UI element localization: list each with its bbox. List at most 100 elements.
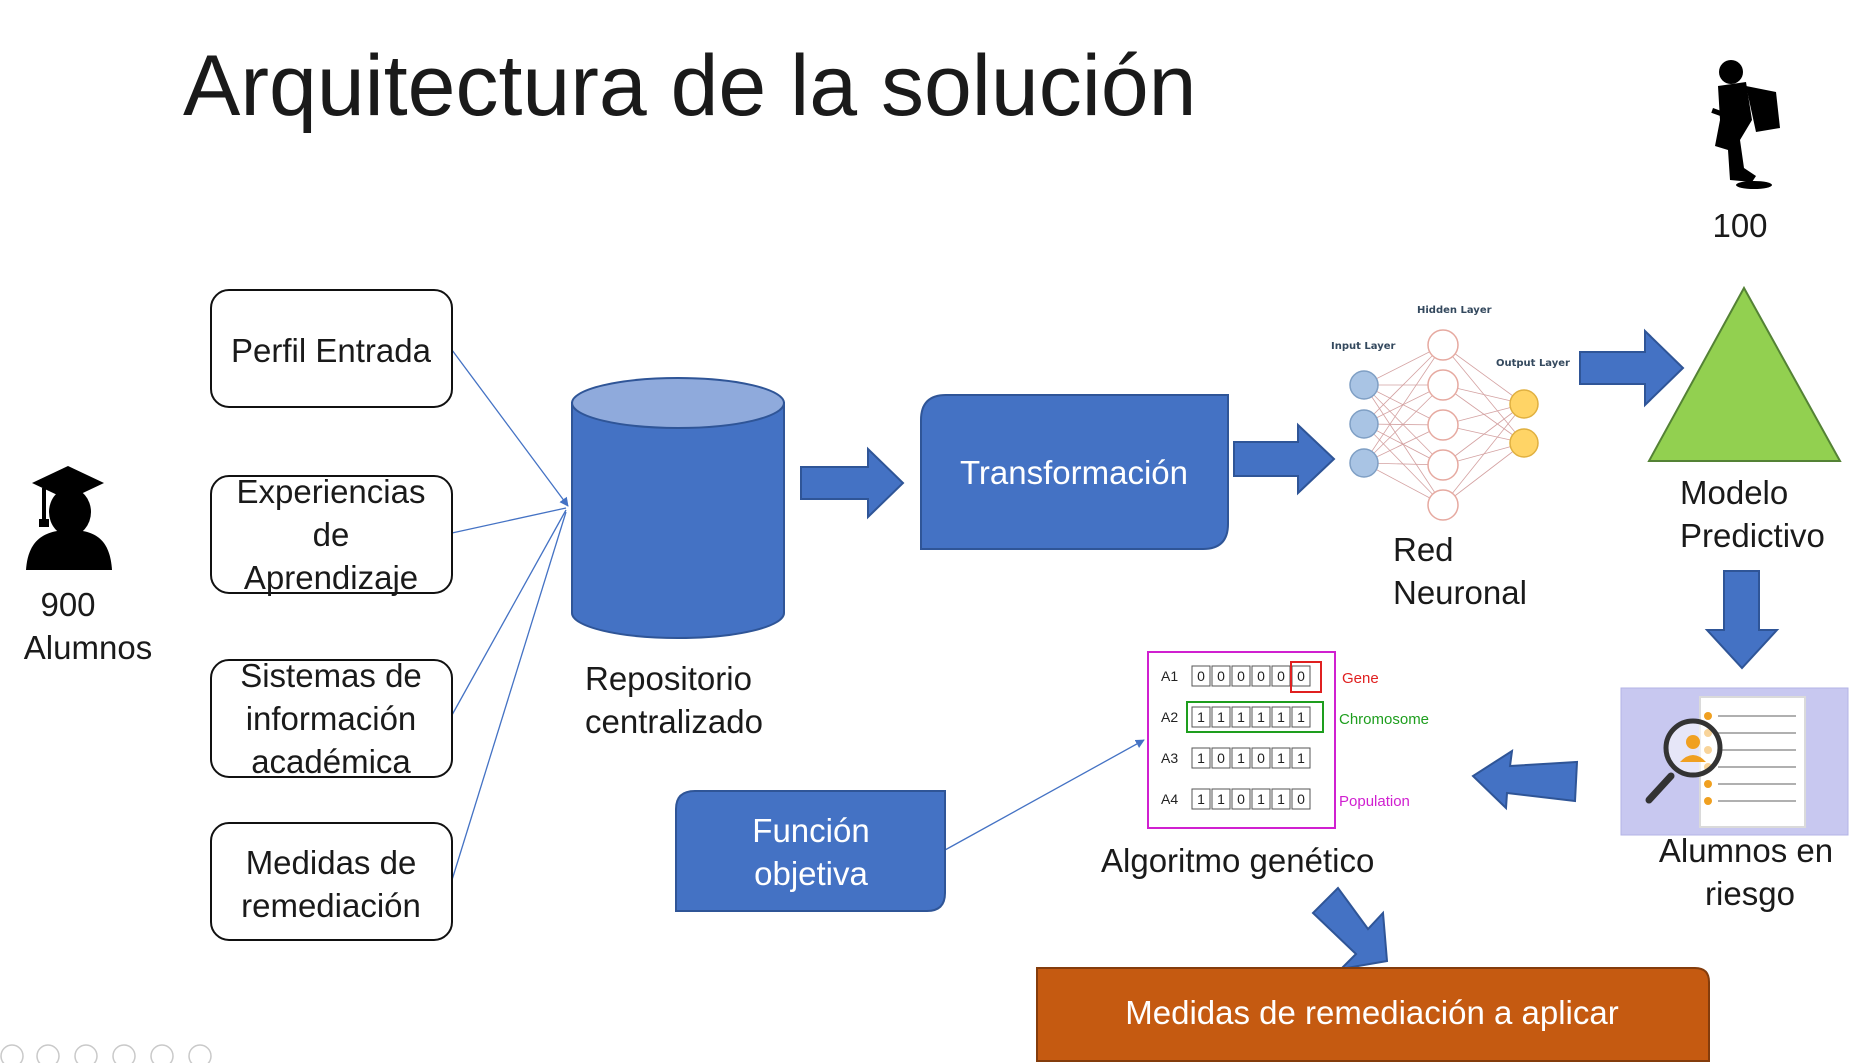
ga-bit-cell [1191,706,1211,728]
output-layer-label: Output Layer [1496,358,1570,369]
ga-bit-cell [1271,747,1291,769]
at-risk-label: riesgo [1705,875,1795,912]
ga-bit-cell [1251,706,1271,728]
source-label: Aprendizaje [244,559,418,596]
ga-bit-cell [1291,747,1311,769]
slide-title: Arquitectura de la solución [183,38,1196,134]
ga-bit-value: 0 [1297,668,1305,684]
ga-bit-value: 1 [1237,709,1245,725]
document-search-icon[interactable] [1620,687,1849,836]
ga-bit-cell [1251,747,1271,769]
source-box-medidas[interactable] [210,822,453,941]
ga-row-name: A2 [1161,709,1178,725]
pen-icon[interactable] [74,1044,98,1063]
ga-row-name: A1 [1161,668,1178,684]
ga-bit-value: 0 [1217,750,1225,766]
hidden-layer-label: Hidden Layer [1417,305,1492,316]
slideshow-controls [0,1044,212,1063]
predictive-model-label: Modelo [1680,474,1788,511]
ga-bit-value: 0 [1277,668,1285,684]
ga-bit-cell [1191,788,1211,810]
arrow-transform-to-nn [1233,422,1336,496]
ga-bit-value: 0 [1237,791,1245,807]
source-box-perfil-entrada[interactable] [210,289,453,408]
source-label: información [246,700,417,737]
at-risk-count: 100 [1712,207,1767,244]
ga-bit-cell [1211,747,1231,769]
ga-bit-cell [1211,665,1231,687]
ga-bit-value: 0 [1217,668,1225,684]
ga-bit-value: 1 [1297,709,1305,725]
predictive-model-label: Predictivo [1680,517,1825,554]
objective-label: Función [752,812,869,849]
ga-bit-value: 1 [1277,709,1285,725]
arrow-repo-to-transform [800,446,905,520]
source-label: Sistemas de [240,657,422,694]
result-box[interactable] [1036,967,1710,1062]
ga-bit-value: 1 [1197,791,1205,807]
chromosome-label: Chromosome [1339,711,1429,728]
genetic-algorithm-label: Algoritmo genético [1101,842,1374,879]
arrow-ga-to-result [1311,886,1389,971]
source-boxes: Perfil Entrada Experiencias de Aprendiza… [210,289,453,941]
ga-bit-value: 1 [1237,750,1245,766]
result-label: Medidas de remediación a aplicar [1125,994,1618,1031]
transformation-box[interactable] [920,394,1229,550]
source-label: Perfil Entrada [231,332,432,369]
ga-bit-cell [1231,706,1251,728]
ga-bit-cell [1251,788,1271,810]
ga-bit-cell [1291,706,1311,728]
ga-bit-value: 0 [1257,668,1265,684]
source-box-sistemas[interactable] [210,659,453,778]
neural-network-icon: Input Layer Hidden Layer Output Layer [1331,305,1570,521]
ga-bit-value: 1 [1297,750,1305,766]
arrow-atrisk-to-ga [1471,748,1579,811]
students-count: 900 [40,586,95,623]
ga-bit-value: 0 [1197,668,1205,684]
ga-bit-value: 1 [1217,709,1225,725]
predictive-model-triangle[interactable] [1647,285,1842,462]
prev-slide-icon[interactable] [0,1044,24,1063]
ga-bit-value: 1 [1197,709,1205,725]
at-risk-label: Alumnos en [1659,832,1833,869]
source-label: de [313,516,350,553]
ga-bit-cell [1231,747,1251,769]
ga-bit-value: 0 [1257,750,1265,766]
ga-bit-cell [1211,706,1231,728]
repository-label: centralizado [585,703,763,740]
arrow-nn-to-model [1579,328,1685,408]
graduate-icon [26,466,112,570]
objective-function-box[interactable] [675,790,946,912]
ga-bit-cell [1211,788,1231,810]
more-icon[interactable] [188,1044,212,1063]
ga-bit-cell [1191,747,1211,769]
repository-cylinder[interactable] [571,377,785,639]
source-label: Medidas de [246,844,417,881]
ga-bit-cell [1251,665,1271,687]
students-label: Alumnos [24,629,152,666]
objective-connector [944,739,1145,851]
ga-bit-cell [1291,788,1311,810]
source-label: académica [251,743,411,780]
source-label: Experiencias [237,473,426,510]
neural-network-label: Neuronal [1393,574,1527,611]
ga-bit-cell [1191,665,1211,687]
ga-bit-value: 0 [1237,668,1245,684]
next-slide-icon[interactable] [36,1044,60,1063]
transformation-label: Transformación [960,454,1188,491]
ga-bit-value: 1 [1217,791,1225,807]
student-sitting-icon [1711,60,1780,189]
grid-icon[interactable] [112,1044,136,1063]
objective-label: objetiva [754,855,868,892]
zoom-icon[interactable] [150,1044,174,1063]
repository-label: Repositorio [585,660,752,697]
source-box-experiencias[interactable] [210,475,453,594]
ga-row-name: A3 [1161,750,1178,766]
ga-row-name: A4 [1161,791,1178,807]
source-connectors [451,349,569,881]
ga-bit-value: 1 [1277,750,1285,766]
ga-bit-cell [1271,788,1291,810]
source-label: remediación [241,887,421,924]
